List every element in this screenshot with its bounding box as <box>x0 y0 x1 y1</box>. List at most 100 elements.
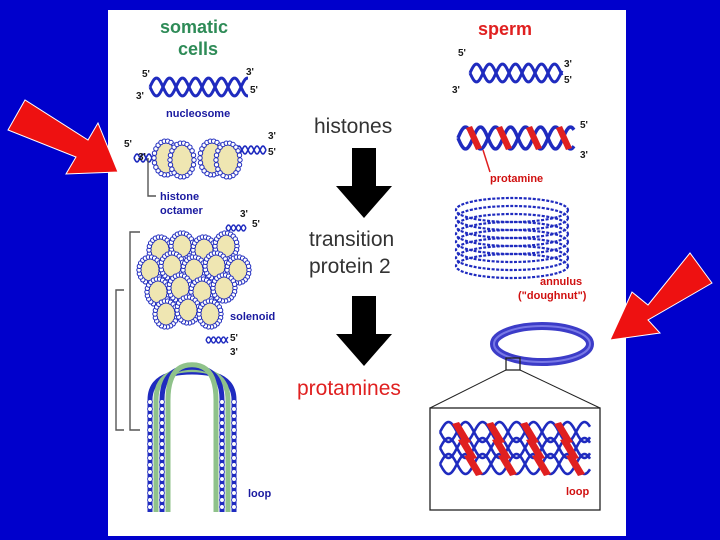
dna-bead <box>219 462 225 468</box>
dna-bead <box>147 448 153 454</box>
dna-bead <box>199 164 205 170</box>
dna-bead <box>151 150 158 156</box>
protamine-segment <box>526 438 545 460</box>
dna-bead <box>213 152 220 158</box>
dna-bead <box>219 427 225 433</box>
protamine-segment <box>554 422 573 444</box>
dna-bead <box>231 406 237 412</box>
dna-bead <box>231 455 237 461</box>
dna-bead <box>147 413 153 419</box>
dna-bead <box>231 413 237 419</box>
dna-bead <box>219 448 225 454</box>
end-label: 5' <box>250 85 258 96</box>
end-label: 5' <box>564 75 572 86</box>
dna-bead <box>167 157 173 163</box>
dna-bead <box>147 469 153 475</box>
somatic-loop-label: loop <box>248 488 272 500</box>
dna-bead <box>219 476 225 482</box>
dna-bead <box>167 152 174 158</box>
solenoid-fiber <box>136 224 252 344</box>
chromatin-loop <box>147 362 237 512</box>
protamine-segment <box>464 454 483 476</box>
protamine-segment <box>498 454 517 476</box>
protamine-label: protamine <box>490 173 544 185</box>
somatic-title-line1: somatic <box>160 17 229 37</box>
dna-bead <box>245 263 252 269</box>
dna-bead <box>231 281 238 287</box>
red-pointer-arrow-left-icon <box>7 99 119 175</box>
coil-turn <box>454 252 570 280</box>
end-label: 3' <box>246 67 254 78</box>
dna-strand <box>438 452 592 476</box>
dna-bead <box>219 497 225 503</box>
dna-bead <box>219 399 225 405</box>
dna-bead <box>219 441 225 447</box>
end-label: 5' <box>268 147 276 158</box>
dna-bead <box>219 504 225 510</box>
dna-bead <box>219 490 225 496</box>
dna-bead <box>159 504 165 510</box>
dna-bead <box>159 434 165 440</box>
dna-bead <box>147 483 153 489</box>
protamine-dna-helix <box>456 125 576 151</box>
dna-bead <box>147 490 153 496</box>
dna-bead <box>147 427 153 433</box>
black-down-arrow-icon <box>336 148 392 218</box>
protamine-segment <box>452 422 471 444</box>
dna-bead <box>231 497 237 503</box>
annulus-label-line2: ("doughnut") <box>518 290 587 302</box>
dna-bead <box>213 162 220 168</box>
dna-bead <box>147 434 153 440</box>
somatic-bracket <box>115 158 156 431</box>
zoom-box <box>429 357 601 511</box>
dna-strand <box>235 145 267 155</box>
dna-bead <box>147 455 153 461</box>
end-label: 3' <box>452 85 460 96</box>
sperm-title: sperm <box>478 19 533 39</box>
dna-bead <box>147 399 153 405</box>
protamine-segment <box>560 438 579 460</box>
dna-bead <box>159 462 165 468</box>
dna-bead <box>215 166 221 172</box>
sperm-dna-loop <box>438 420 592 476</box>
somatic-title-line2: cells <box>178 39 219 59</box>
protamine-pointer <box>482 149 491 173</box>
dna-bead <box>235 148 241 154</box>
dna-bead <box>231 420 237 426</box>
dna-bead <box>197 150 204 156</box>
dna-bead <box>159 427 165 433</box>
dna-bead <box>159 483 165 489</box>
dna-bead <box>231 476 237 482</box>
dna-bead <box>153 164 159 170</box>
coil-turn <box>454 244 570 272</box>
dna-bead <box>219 483 225 489</box>
dna-bead <box>197 160 204 166</box>
solenoid-label: solenoid <box>230 311 276 323</box>
protamine-segment <box>556 126 572 150</box>
dna-bead <box>147 420 153 426</box>
dna-bead <box>151 160 158 166</box>
dna-bead <box>213 157 219 163</box>
dna-bead <box>219 406 225 412</box>
protamine-segment <box>466 126 482 150</box>
black-down-arrow-icon <box>336 296 392 366</box>
dna-bead <box>190 152 197 158</box>
end-label: 3' <box>268 131 276 142</box>
dna-bead <box>151 155 157 161</box>
dna-bead <box>159 476 165 482</box>
protamine-segment <box>496 126 512 150</box>
end-label: 3' <box>138 152 146 163</box>
dna-bead <box>231 462 237 468</box>
dna-strand <box>468 62 564 84</box>
dna-bead <box>147 406 153 412</box>
protamines-label: protamines <box>297 377 401 400</box>
histone-label-line2: octamer <box>160 205 203 217</box>
dna-bead <box>159 448 165 454</box>
dna-bead <box>159 469 165 475</box>
dna-bead <box>237 157 243 163</box>
dna-bead <box>159 455 165 461</box>
end-label: 5' <box>580 120 588 131</box>
annulus-label-line1: annulus <box>540 276 583 288</box>
dna-bead <box>236 162 243 168</box>
